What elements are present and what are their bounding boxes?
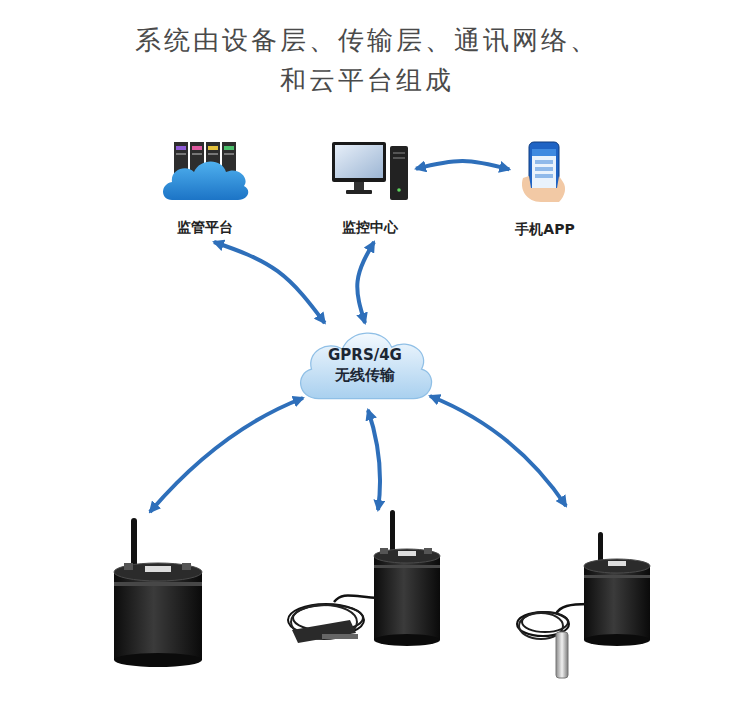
device-middle [374,556,440,640]
device-middle [398,551,416,556]
platform-node [208,153,218,155]
device-arrows [150,398,303,512]
device-left [114,653,202,667]
control-center-node: 监控中心 [330,140,410,236]
device-right [584,575,650,578]
control-center-node [346,190,372,194]
app-node [522,176,565,202]
device-middle [374,549,440,563]
device-middle [322,634,358,639]
platform-node [208,146,218,150]
device-middle [374,565,440,568]
title: 系统由设备层、传输层、通讯网络、 和云平台组成 [107,20,627,100]
network-cloud [293,323,437,407]
app-node [535,160,553,164]
app-node [532,149,556,156]
control-center-node [393,152,405,154]
control-center-node [393,157,405,159]
device-middle [380,548,388,554]
node-label: 监管平台 [177,218,233,236]
device-middle [334,596,378,603]
device-left [114,518,202,667]
device-left [114,582,202,586]
app-node [535,167,553,171]
device-right [584,634,650,646]
device-right [608,561,626,566]
platform-node: 监管平台 [160,140,250,236]
node-label: 监控中心 [342,218,398,236]
connector-arrow [357,242,374,323]
device-middle [424,548,432,554]
device-arrows [430,396,566,506]
device-left [124,563,133,570]
connector-arrow [214,242,325,323]
device-arrows [150,396,566,512]
app-node: 手机APP [515,140,574,238]
node-label: 手机APP [515,220,574,238]
device-middle [374,634,440,646]
platform-node [176,146,186,150]
platform-node [160,140,250,202]
connector-arrow [416,161,509,169]
control-center-node [354,182,364,190]
platform-node [224,153,234,155]
control-center-node [390,146,408,200]
app-node [532,149,556,189]
platform-node [176,153,186,155]
device-right [517,532,650,678]
title-area: 系统由设备层、传输层、通讯网络、 和云平台组成 [0,20,733,100]
device-arrows [368,410,380,510]
control-center-node [330,140,410,202]
device-right [556,632,568,678]
device-middle [288,510,440,646]
app-node [529,142,559,196]
platform-node [192,146,202,150]
device-middle [292,620,356,643]
app-node [535,174,553,178]
device-left [182,563,191,570]
device-left [114,563,202,581]
network-cloud: GPRS/4G 无线传输 [293,323,437,407]
device-right [556,604,588,614]
control-center-node [335,145,383,178]
platform-node [224,146,234,150]
cloud-label: GPRS/4G 无线传输 [328,345,402,385]
control-center-node [332,142,386,182]
device-left [114,572,202,660]
app-node [517,140,573,204]
control-center-node [397,188,401,192]
platform-node [163,162,248,201]
platform-node [192,153,202,155]
network-cloud [301,333,432,398]
device-right [584,559,650,573]
device-left [145,566,171,572]
device-right [584,566,650,640]
